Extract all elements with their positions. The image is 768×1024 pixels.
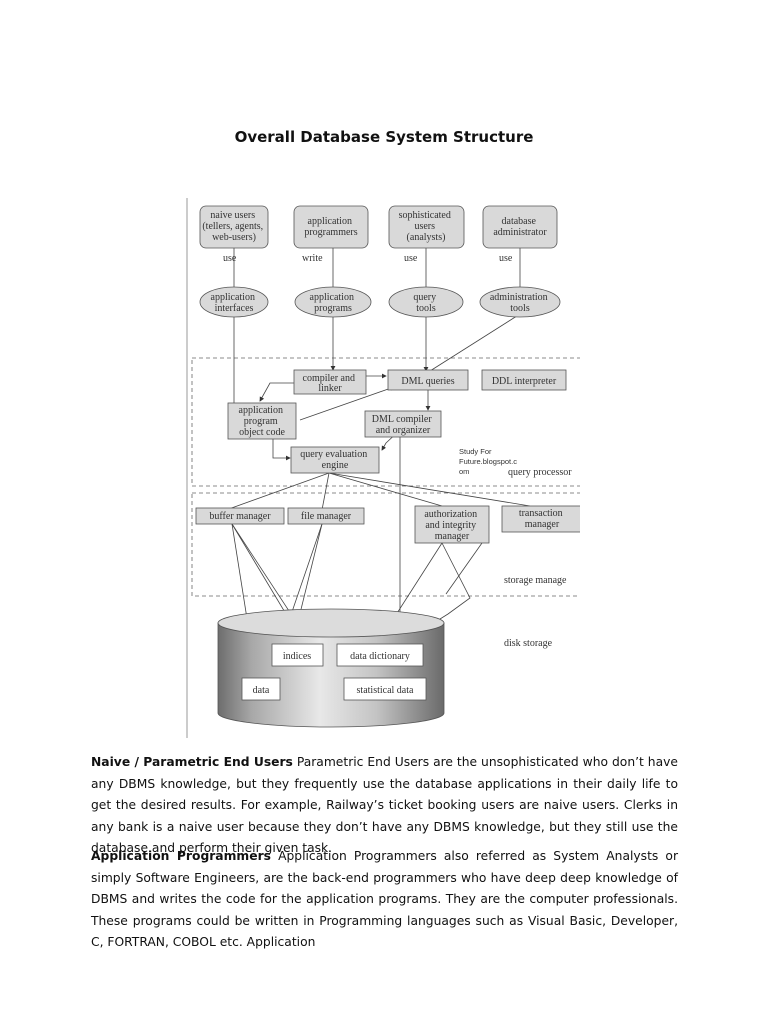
query-processor-region — [191, 357, 580, 487]
ddl-interpreter-label: DDL interpreter — [492, 376, 557, 387]
verb-use-1: use — [223, 253, 237, 264]
app-object-code-label: application program object code — [239, 405, 286, 438]
user-programmers-label: application programmers — [304, 216, 357, 238]
database-structure-diagram: naive users (tellers, agents, web-users)… — [186, 198, 580, 738]
tool-query-tools: query tools — [413, 292, 438, 314]
user-sophisticated-label: sophisticated users (analysts) — [399, 210, 454, 243]
paragraph-naive-users: Naive / Parametric End Users Parametric … — [91, 752, 678, 860]
storage-manager-label: storage manage — [504, 575, 567, 586]
paragraph-heading: Application Programmers — [91, 849, 271, 863]
page-title: Overall Database System Structure — [234, 128, 534, 146]
tool-app-programs: application programs — [310, 292, 357, 314]
auth-manager-label: authorization and integrity manager — [424, 509, 479, 542]
storage-manager-region — [191, 492, 580, 597]
query-processor-label: query processor — [508, 467, 572, 478]
disk-storage-label: disk storage — [504, 638, 553, 649]
tool-app-interfaces: application interfaces — [211, 292, 258, 314]
data-label: data — [253, 685, 270, 696]
verb-use-3: use — [499, 253, 513, 264]
dml-compiler-label: DML compiler and organizer — [372, 414, 434, 436]
compiler-linker-label: compiler and linker — [303, 373, 358, 394]
watermark-text: Study For Future.blogspot.c om — [459, 447, 519, 476]
query-engine-label: query evaluation engine — [300, 449, 369, 471]
tool-admin-tools: administration tools — [490, 292, 550, 314]
data-dictionary-label: data dictionary — [350, 651, 410, 662]
indices-label: indices — [283, 651, 311, 662]
paragraph-heading: Naive / Parametric End Users — [91, 755, 293, 769]
verb-use-2: use — [404, 253, 418, 264]
paragraph-app-programmers: Application Programmers Application Prog… — [91, 846, 678, 954]
statistical-data-label: statistical data — [357, 685, 414, 696]
verb-write: write — [302, 253, 323, 264]
paragraph-text: Application Programmers also referred as… — [91, 849, 679, 949]
buffer-manager-label: buffer manager — [209, 511, 271, 522]
user-dba-label: database administrator — [493, 216, 547, 238]
paragraph-text: Parametric End Users are the unsophistic… — [91, 755, 678, 855]
user-naive-label: naive users (tellers, agents, web-users) — [202, 210, 265, 243]
transaction-manager-label: transaction manager — [519, 508, 565, 530]
file-manager-label: file manager — [301, 511, 352, 522]
dml-queries-label: DML queries — [401, 376, 454, 387]
disk-storage-cylinder — [217, 608, 445, 728]
